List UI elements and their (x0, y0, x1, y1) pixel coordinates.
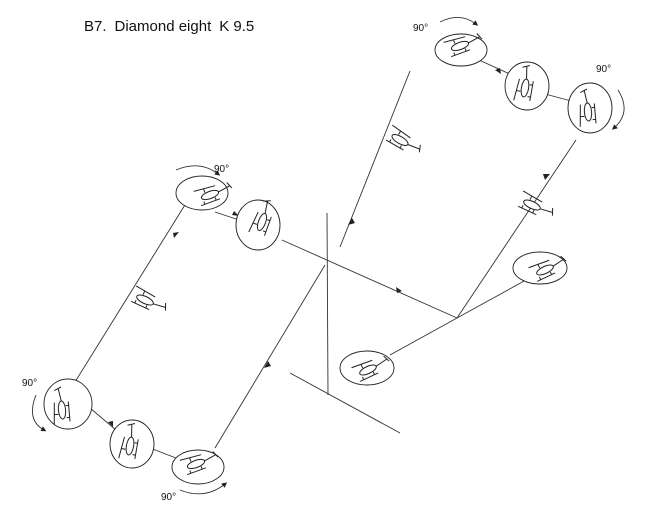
station-right-a (504, 61, 550, 111)
helicopter-icon (515, 190, 558, 222)
turn-arrow-icon (611, 89, 625, 130)
station-bottom (171, 447, 225, 485)
station-bottom-left-a (43, 378, 93, 430)
station-centre-bottom (339, 350, 395, 386)
figure-title: B7. Diamond eight K 9.5 (84, 19, 254, 34)
figure-code: B7. (84, 18, 107, 35)
station-hover-right (515, 190, 558, 222)
turn-label: 90° (22, 378, 37, 389)
flight-path (74, 54, 577, 459)
direction-arrow-icon (264, 361, 271, 368)
turn-label: 90° (596, 64, 611, 75)
station-circles (43, 29, 613, 485)
direction-arrow-icon (543, 174, 550, 180)
turn-label: 90° (161, 492, 176, 503)
turn-arrow-icon (31, 394, 47, 432)
direction-arrow-icon (348, 218, 355, 225)
ground-reference (289, 212, 401, 434)
direction-arrow-icon (108, 421, 113, 427)
direction-arrow-icon (232, 211, 239, 216)
figure-name: Diamond eight (114, 18, 212, 35)
turn-arrow-icon (439, 17, 479, 26)
station-hover-top (383, 124, 425, 159)
station-right-low (512, 251, 570, 285)
turn-arrows (31, 17, 625, 495)
direction-arrow-icon (396, 287, 402, 293)
direction-arrow-icon (495, 68, 501, 74)
helicopter-icon (128, 285, 171, 317)
direction-arrow-icon (173, 232, 179, 238)
station-hover-left (128, 285, 171, 317)
station-pirouette-left (235, 196, 281, 251)
turn-label: 90° (214, 164, 229, 175)
turn-labels: 90° 90° 90° 90° 90° (22, 23, 611, 503)
figure-k-factor: K 9.5 (219, 18, 255, 35)
turn-arrow-icon (175, 165, 221, 176)
helicopter-icon (383, 124, 425, 159)
station-bottom-left-b (109, 419, 155, 469)
station-right-b (567, 82, 613, 134)
station-top-right (434, 29, 488, 67)
turn-label: 90° (413, 23, 428, 34)
turn-arrow-icon (179, 482, 228, 495)
direction-arrows (108, 68, 550, 427)
station-top-left (175, 175, 235, 211)
